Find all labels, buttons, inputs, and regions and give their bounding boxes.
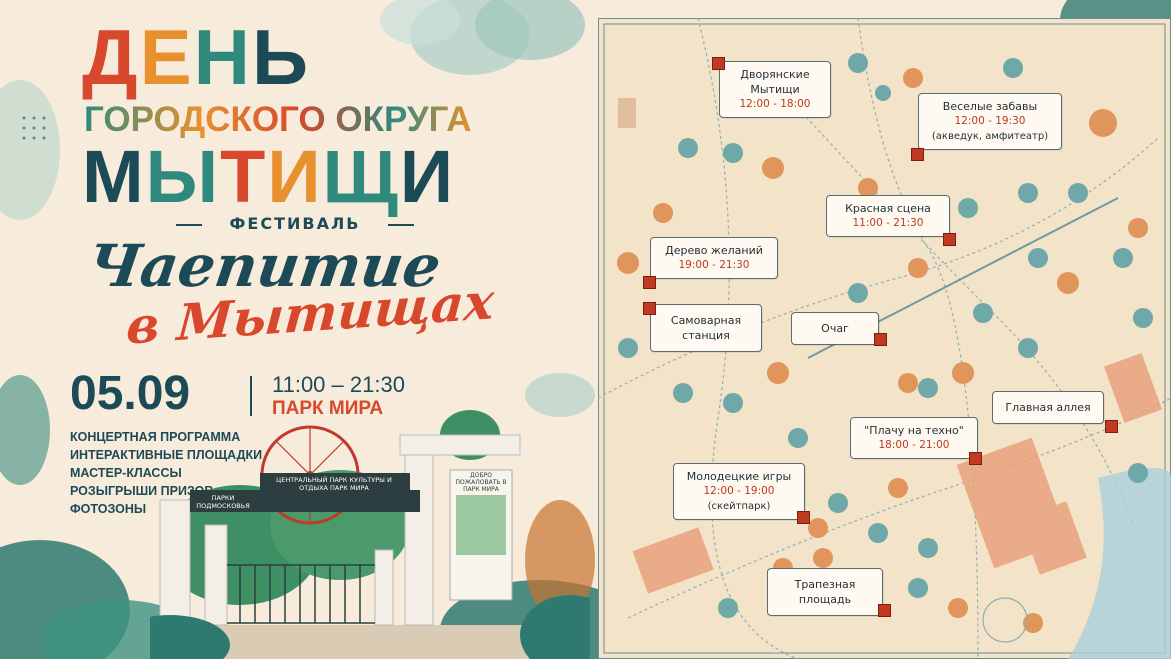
title-line-3: МЫТИЩИ [82, 140, 455, 214]
location-name: Трапезная площадь [794, 578, 856, 606]
location-name: Дерево желаний [665, 244, 763, 257]
map-location-molodetskie-igry[interactable]: Молодецкие игры 12:00 - 19:00 (скейтпарк… [673, 463, 805, 520]
title-line-2: ГОРОДСКОГО ОКРУГА [84, 100, 472, 140]
event-date: 05.09 [70, 367, 191, 420]
feature-item: ИНТЕРАКТИВНЫЕ ПЛОЩАДКИ [70, 448, 263, 462]
location-time: 12:00 - 19:30 [954, 115, 1026, 127]
title-subtitle: ГОРОДСКОГО ОКРУГА [84, 100, 472, 139]
location-name: Очаг [821, 322, 849, 335]
feature-item: ФОТОЗОНЫ [70, 502, 147, 516]
map-location-veselye-zabavy[interactable]: Веселые забавы 12:00 - 19:30 (акведук, а… [918, 93, 1062, 150]
location-name: Главная аллея [1005, 401, 1091, 414]
map-location-glavnaya-alleya[interactable]: Главная аллея [992, 391, 1104, 424]
map-location-dvoryanskie-mytishchi[interactable]: Дворянские Мытищи 12:00 - 18:00 [719, 61, 831, 118]
date-divider [250, 376, 252, 416]
map-pin [943, 233, 956, 246]
location-name: Дворянские Мытищи [740, 68, 810, 96]
title-letter: Ь [251, 13, 311, 101]
map-pin [911, 148, 924, 161]
title-letter: Т [220, 135, 268, 218]
map-location-ochag[interactable]: Очаг [791, 312, 879, 345]
title-letter: М [82, 135, 146, 218]
title-letter: И [267, 135, 323, 218]
title-letter: Д [82, 13, 140, 101]
map-location-samovarnaya-stantsiya[interactable]: Самоварная станция [650, 304, 762, 352]
map-pin [878, 604, 891, 617]
map-pin [797, 511, 810, 524]
gate-sign-center: ЦЕНТРАЛЬНЫЙ ПАРК КУЛЬТУРЫ И ОТДЫХА ПАРК … [276, 476, 392, 492]
event-place: ПАРК МИРА [272, 398, 384, 419]
title-letter: Н [193, 13, 252, 101]
welcome-board-title: ДОБРО ПОЖАЛОВАТЬ В ПАРК МИРА [455, 472, 507, 493]
location-time: 12:00 - 19:00 [703, 485, 775, 497]
festival-label: ФЕСТИВАЛЬ [170, 214, 420, 233]
gate-sign-left: ПАРКИ ПОДМОСКОВЬЯ [196, 494, 250, 510]
map-location-trapeznaya-ploshchad[interactable]: Трапезная площадь [767, 568, 883, 616]
feature-item: КОНЦЕРТНАЯ ПРОГРАММА [70, 430, 241, 444]
map-pin [643, 276, 656, 289]
location-note: (акведук, амфитеатр) [931, 131, 1049, 142]
title-letter: Ы [145, 135, 221, 218]
park-gate-illustration [150, 410, 590, 659]
title-letter: Щ [322, 135, 400, 218]
title-letter: И [399, 135, 456, 218]
map-location-derevo-zhelaniy[interactable]: Дерево желаний 19:00 - 21:30 [650, 237, 778, 279]
feature-item: РОЗЫГРЫШИ ПРИЗОВ [70, 484, 214, 498]
location-time: 12:00 - 18:00 [739, 98, 811, 110]
location-note: (скейтпарк) [707, 501, 771, 512]
title-line-1: ДЕНЬ [82, 18, 310, 96]
map-pin [969, 452, 982, 465]
location-time: 11:00 - 21:30 [852, 217, 924, 229]
map-pin [1105, 420, 1118, 433]
location-name: Молодецкие игры [686, 470, 792, 483]
title-letter: Е [139, 13, 194, 101]
feature-item: МАСТЕР-КЛАССЫ [70, 466, 182, 480]
map-location-krasnaya-stsena[interactable]: Красная сцена 11:00 - 21:30 [826, 195, 950, 237]
event-time: 11:00 – 21:30 [272, 372, 405, 397]
location-name: Красная сцена [845, 202, 931, 215]
feature-list: КОНЦЕРТНАЯ ПРОГРАММА ИНТЕРАКТИВНЫЕ ПЛОЩА… [70, 428, 262, 518]
location-time: 19:00 - 21:30 [678, 259, 750, 271]
map-location-plachu-na-tekhno[interactable]: "Плачу на техно" 18:00 - 21:00 [850, 417, 978, 459]
location-time: 18:00 - 21:00 [878, 439, 950, 451]
map-pin [643, 302, 656, 315]
map-pin [874, 333, 887, 346]
location-name: Самоварная станция [670, 314, 742, 342]
location-name: Веселые забавы [942, 100, 1038, 113]
location-name: "Плачу на техно" [864, 424, 964, 437]
map-pin [712, 57, 725, 70]
